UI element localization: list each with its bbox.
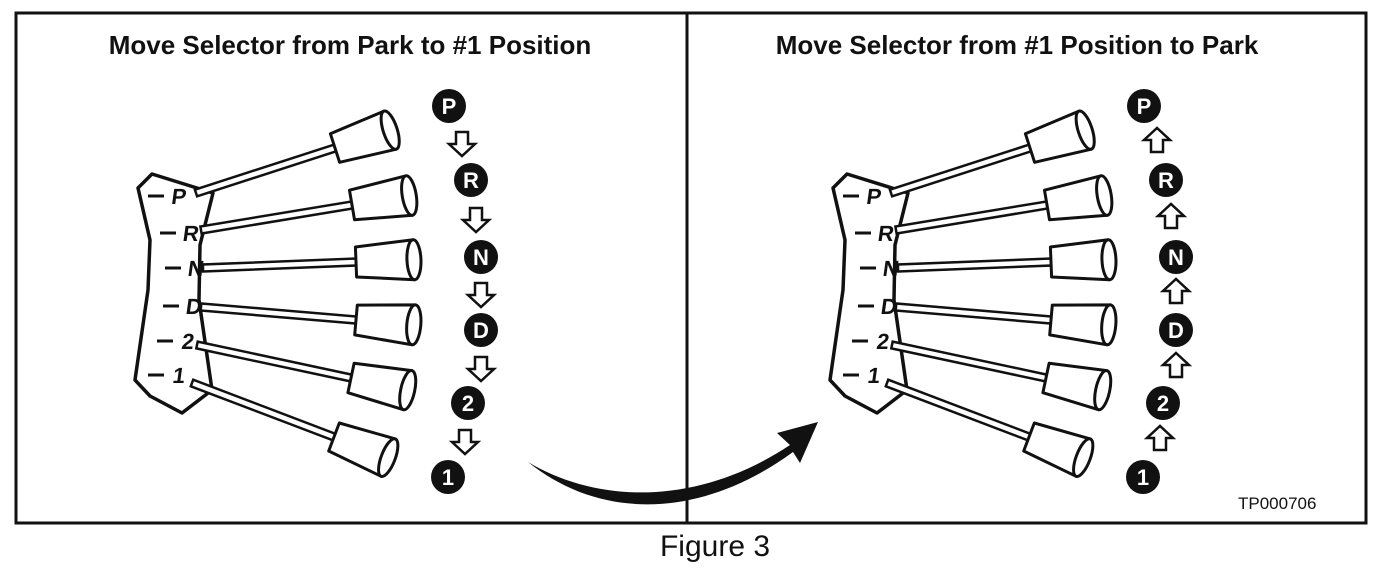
position-badge-label: R <box>1158 168 1174 193</box>
gate-label: P <box>865 184 883 209</box>
position-badge <box>1159 313 1193 347</box>
selector-lever-rod <box>884 378 1032 442</box>
gate-label: D <box>184 294 203 319</box>
transition-arrow <box>528 422 818 505</box>
selector-lever-rod <box>194 340 354 383</box>
gate-label: 1 <box>171 363 187 388</box>
position-badge-label: P <box>442 94 457 119</box>
up-arrow-icon <box>1159 277 1193 305</box>
selector-lever-rod <box>888 143 1033 198</box>
up-arrow-icon <box>1154 202 1188 230</box>
position-badge-label: 2 <box>462 391 474 416</box>
position-badge <box>1159 240 1193 274</box>
selector-lever-rod <box>199 302 358 325</box>
position-badge-label: D <box>1168 318 1184 343</box>
gate-label: N <box>881 256 900 281</box>
position-badge <box>431 460 465 494</box>
position-badge-label: D <box>473 318 489 343</box>
gate-label: R <box>181 221 200 246</box>
position-badge <box>451 386 485 420</box>
position-badge <box>1127 89 1161 123</box>
gate-label: D <box>879 294 898 319</box>
selector-handle-end <box>1074 109 1096 151</box>
position-badge-label: N <box>1168 245 1184 270</box>
down-arrow-icon <box>445 130 479 158</box>
up-arrow-icon <box>1143 424 1177 452</box>
selector-handle-end <box>1100 238 1118 282</box>
figure-caption: Figure 3 <box>659 530 771 563</box>
selector-lever-rod <box>889 340 1049 383</box>
position-badge-label: 1 <box>1137 465 1149 490</box>
position-badge-label: P <box>1137 94 1152 119</box>
position-badge <box>432 89 466 123</box>
position-badge-label: N <box>473 245 489 270</box>
selector-handle-end <box>1095 174 1114 217</box>
gate-label: 2 <box>875 329 891 354</box>
figure-border <box>14 11 1368 525</box>
selector-handle-end <box>379 109 401 151</box>
gate-label: 1 <box>866 363 882 388</box>
down-arrow-icon <box>464 281 498 309</box>
position-badge <box>1146 386 1180 420</box>
down-arrow-icon <box>464 355 498 383</box>
position-badge <box>1126 460 1160 494</box>
selector-lever-rod <box>893 200 1050 235</box>
selector-handle-end <box>377 437 400 478</box>
selector-handle-end <box>1093 369 1113 412</box>
gate-label: R <box>876 221 895 246</box>
selector-lever-rod <box>198 200 355 235</box>
selector-lever-rod <box>896 257 1053 273</box>
up-arrow-icon <box>1159 351 1193 379</box>
right-panel-title: Move Selector from #1 Position to Park <box>775 30 1259 60</box>
selector-handle-end <box>398 369 418 412</box>
down-arrow-icon <box>459 206 493 234</box>
gate-label: P <box>170 184 188 209</box>
selector-handle-end <box>405 303 423 347</box>
selector-handle-end <box>1072 437 1095 478</box>
position-badge-label: 2 <box>1157 391 1169 416</box>
selector-lever-rod <box>201 257 358 273</box>
down-arrow-icon <box>448 428 482 456</box>
gate-label: N <box>186 256 205 281</box>
selector-handle-end <box>405 238 423 282</box>
position-badge <box>454 163 488 197</box>
position-badge-label: R <box>463 168 479 193</box>
selector-lever-rod <box>894 302 1053 325</box>
selector-lever-rod <box>189 378 337 442</box>
reference-code: TP000706 <box>1238 494 1317 513</box>
selector-handle-end <box>400 174 419 217</box>
selector-lever-rod <box>193 143 338 198</box>
position-badge <box>1149 163 1183 197</box>
gate-label: 2 <box>180 329 196 354</box>
position-badge-label: 1 <box>442 465 454 490</box>
left-panel-title: Move Selector from Park to #1 Position <box>108 30 592 60</box>
up-arrow-icon <box>1140 126 1174 154</box>
position-badge <box>464 313 498 347</box>
position-badge <box>464 240 498 274</box>
selector-handle-end <box>1100 303 1118 347</box>
